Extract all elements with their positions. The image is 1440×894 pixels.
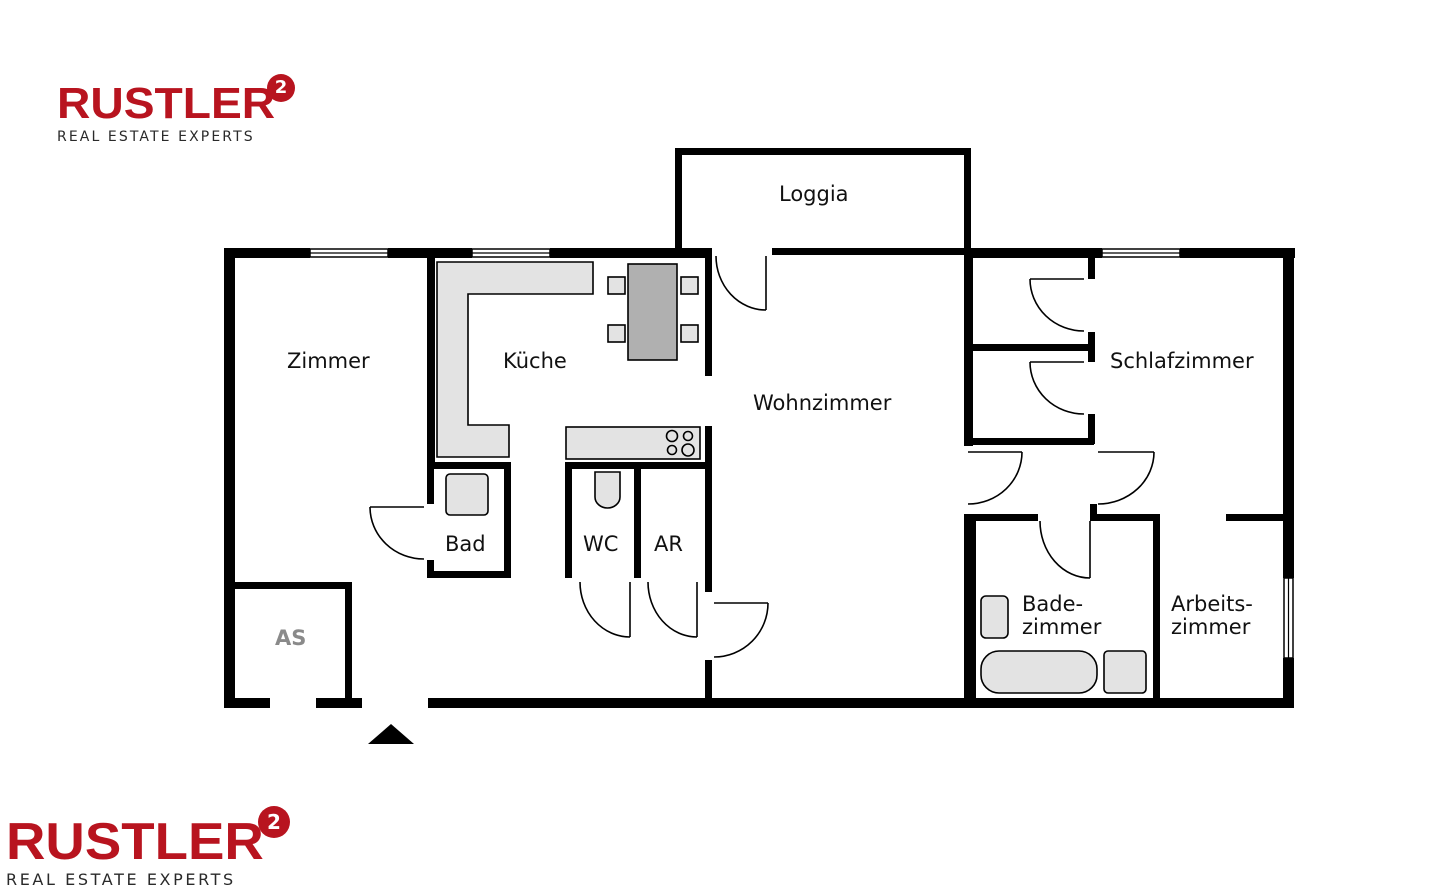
entrance-arrow-icon <box>368 724 414 744</box>
chair <box>680 324 699 343</box>
kitchen-counter <box>436 261 594 458</box>
burner <box>682 430 694 442</box>
room-label-wohnzimmer: Wohnzimmer <box>753 391 892 415</box>
bad-sink <box>445 473 489 516</box>
room-label-arbeitszimmer-line2: zimmer <box>1171 615 1251 639</box>
burner <box>666 444 678 456</box>
fixtures <box>436 261 1147 694</box>
chair <box>607 324 626 343</box>
dining-table <box>627 263 678 361</box>
logo-tagline: REAL ESTATE EXPERTS <box>6 870 236 889</box>
burner <box>665 429 679 443</box>
room-label-ar: AR <box>654 532 683 556</box>
room-label-loggia: Loggia <box>779 182 849 206</box>
logo-superscript-badge: 2 <box>258 806 290 838</box>
doors <box>369 255 1155 658</box>
logo-superscript-badge: 2 <box>267 74 295 102</box>
room-label-bad: Bad <box>445 532 486 556</box>
chair <box>607 276 626 295</box>
logo-brand-text: RUSTLER <box>6 813 264 871</box>
rustler-logo-bottom: RUSTLER 2 REAL ESTATE EXPERTS <box>6 806 290 889</box>
room-label-zimmer: Zimmer <box>287 349 370 373</box>
chair <box>680 276 699 295</box>
logo-tagline: REAL ESTATE EXPERTS <box>57 129 255 145</box>
rustler-logo-top: RUSTLER 2 REAL ESTATE EXPERTS <box>57 74 295 145</box>
room-label-as: AS <box>275 626 306 650</box>
badezimmer-sink <box>980 595 1009 639</box>
room-label-badezimmer-line1: Bade- <box>1022 592 1083 616</box>
washing-machine <box>1103 650 1147 694</box>
room-label-badezimmer-line2: zimmer <box>1022 615 1102 639</box>
toilet <box>594 471 621 509</box>
room-label-kueche: Küche <box>503 349 567 373</box>
room-label-wc: WC <box>583 532 618 556</box>
bathtub <box>980 650 1098 694</box>
walls <box>224 148 1295 708</box>
room-label-schlafzimmer: Schlafzimmer <box>1110 349 1254 373</box>
logo-brand-text: RUSTLER <box>57 79 276 128</box>
stove-counter <box>565 426 701 460</box>
burner <box>681 443 695 457</box>
room-label-arbeitszimmer-line1: Arbeits- <box>1171 592 1253 616</box>
